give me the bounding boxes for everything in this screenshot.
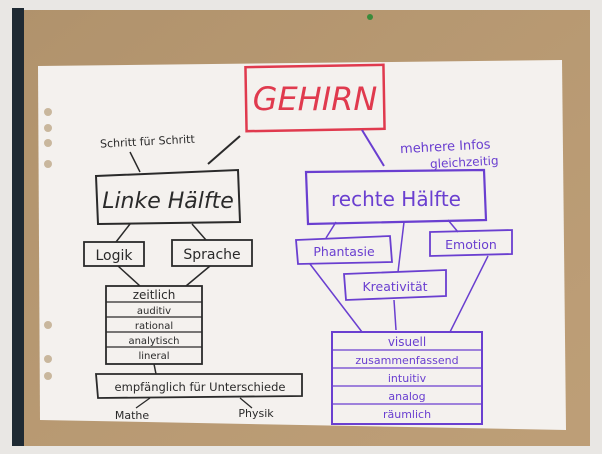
box-sprache-label: Sprache [183, 247, 240, 263]
right-note-line1: mehrere Infos [400, 137, 491, 157]
box-logik [83, 241, 145, 267]
title-box [244, 63, 386, 133]
box-kreativitaet-label: Kreativität [362, 279, 427, 294]
left-list-item: lineral [138, 351, 169, 362]
right-list-item: zusammenfassend [355, 354, 458, 367]
right-list-item: visuell [388, 335, 426, 349]
flipchart-paper [38, 60, 566, 430]
left-heading: Linke Hälfte [102, 189, 234, 214]
example-physik: Physik [238, 407, 274, 420]
board-frame-left [12, 8, 24, 446]
title-text: GEHIRN [253, 80, 378, 118]
right-heading-box [304, 168, 488, 226]
left-list-item: analytisch [128, 336, 179, 347]
box-sprache [171, 239, 253, 267]
left-bottom-box-label: empfänglich für Unterschiede [115, 380, 286, 394]
box-emotion-label: Emotion [445, 237, 497, 252]
example-mathe: Mathe [115, 409, 150, 422]
right-note-line2: gleichzeitig [430, 154, 499, 172]
box-kreativitaet [343, 269, 447, 301]
box-phantasie [295, 235, 393, 265]
left-heading-box [94, 168, 242, 226]
left-list: zeitlich auditiv rational analytisch lin… [105, 285, 203, 365]
box-emotion [429, 229, 513, 257]
box-logik-label: Logik [95, 248, 133, 264]
right-heading: rechte Hälfte [331, 187, 461, 211]
right-list-item: räumlich [383, 408, 431, 421]
pin-icon [367, 14, 373, 20]
left-note: Schritt für Schritt [100, 133, 196, 151]
left-list-item: rational [135, 321, 173, 332]
box-phantasie-label: Phantasie [313, 244, 375, 259]
right-list-item: analog [388, 390, 425, 403]
punch-holes [44, 108, 52, 380]
left-bottom-box [95, 373, 303, 399]
left-list-item: auditiv [137, 306, 171, 317]
right-list-item: intuitiv [388, 372, 427, 385]
right-list: visuell zusammenfassend intuitiv analog … [331, 331, 483, 425]
left-list-item: zeitlich [133, 288, 176, 302]
